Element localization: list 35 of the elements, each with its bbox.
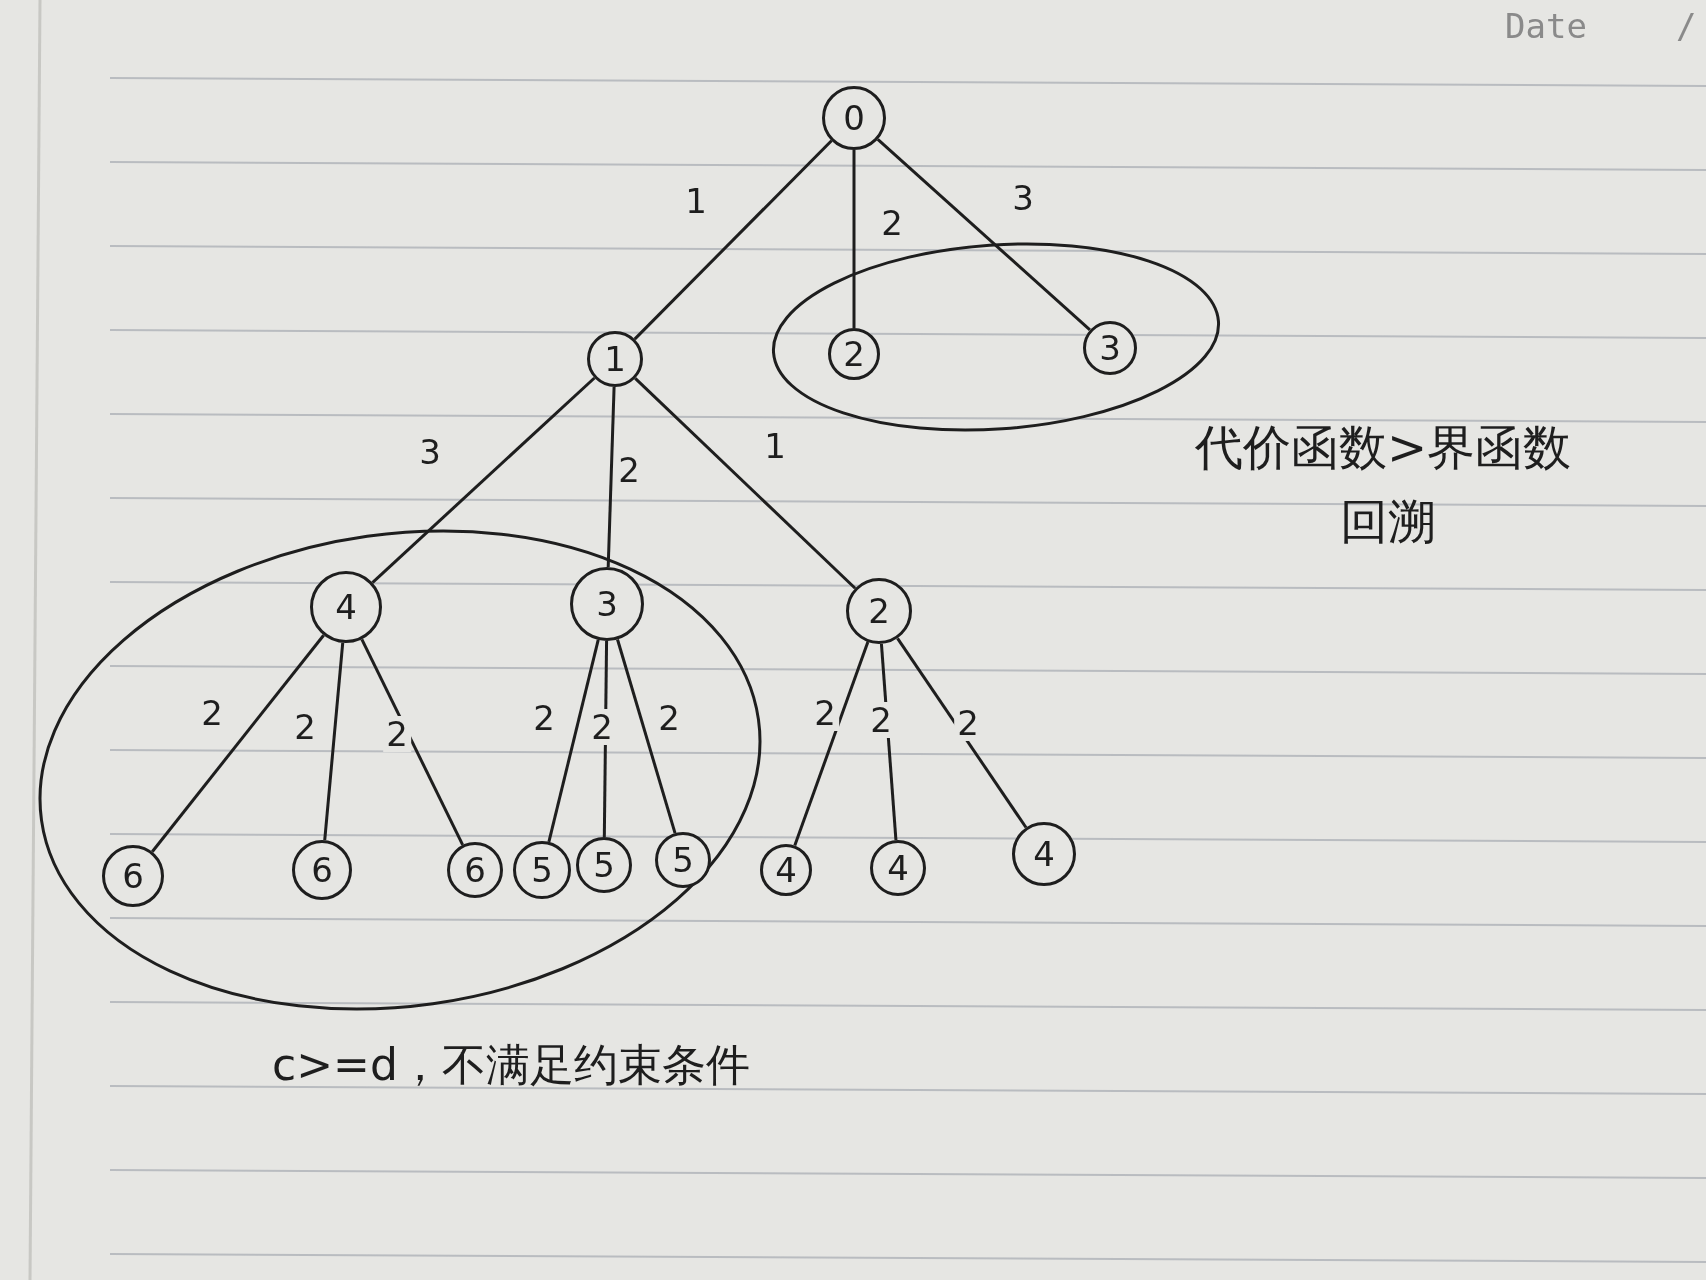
tree-edge [151, 634, 325, 853]
tree-node-circle: 5 [576, 837, 632, 893]
tree-node-circle: 6 [102, 845, 164, 907]
tree-node-circle: 6 [292, 840, 352, 900]
tree-edge [360, 638, 464, 846]
tree-edge [634, 377, 857, 590]
tree-node-circle: 3 [570, 567, 644, 641]
tree-edge [852, 150, 856, 328]
tree-node-circle: 4 [870, 840, 926, 896]
tree-node-circle: 2 [846, 578, 912, 644]
tree-node-circle: 1 [587, 331, 643, 387]
tree-edge [616, 639, 677, 834]
date-label: Date [1505, 6, 1587, 46]
tree-node-circle: 0 [822, 86, 886, 150]
tree-node-circle: 3 [1083, 321, 1137, 375]
tree-edge [323, 642, 345, 841]
note-text: 回溯 [1340, 492, 1436, 551]
note-text: c>=d，不满足约束条件 [272, 1038, 750, 1092]
tree-edge [876, 138, 1091, 332]
tree-edge [606, 386, 616, 568]
tree-node-circle: 5 [513, 841, 571, 899]
edge-label: 2 [383, 716, 411, 752]
tree-node-circle: 2 [828, 328, 880, 380]
tree-node-circle: 6 [447, 842, 503, 898]
tree-edge [633, 139, 833, 341]
tree-node-circle: 4 [760, 844, 812, 896]
note-text: 代价函数>界函数 [1195, 418, 1572, 477]
tree-edge [793, 641, 870, 847]
tree-node-circle: 4 [1012, 822, 1076, 886]
date-separator: / [1676, 6, 1697, 46]
tree-edge [371, 376, 596, 584]
tree-edge [547, 639, 600, 843]
tree-node-circle: 4 [310, 571, 382, 643]
tree-edge [896, 637, 1028, 829]
tree-node-circle: 5 [655, 832, 711, 888]
